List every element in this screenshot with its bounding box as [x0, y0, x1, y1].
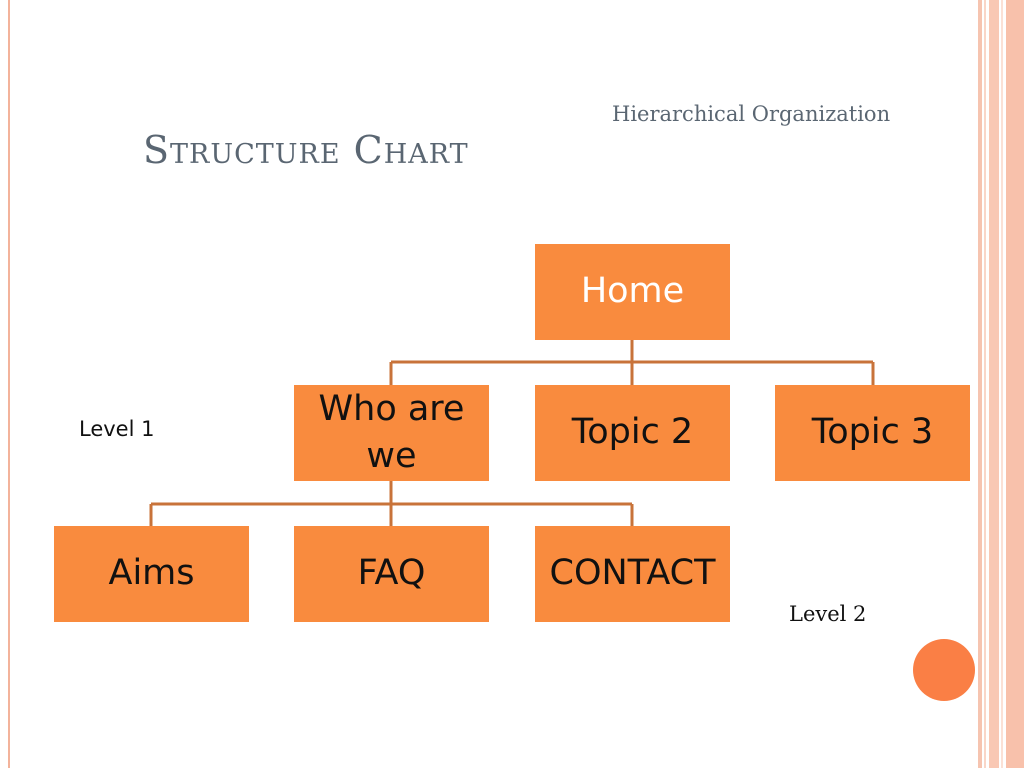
right-decor-stripe — [978, 0, 982, 768]
node-topic-3: Topic 3 — [775, 385, 970, 481]
left-border-line — [8, 0, 10, 768]
node-aims: Aims — [54, 526, 249, 622]
level-1-label: Level 1 — [79, 417, 155, 441]
node-home: Home — [535, 244, 730, 340]
slide-title: Structure Chart — [143, 128, 469, 172]
right-decor-stripe — [1001, 0, 1003, 768]
level-2-label: Level 2 — [789, 602, 867, 626]
right-decor-stripe — [989, 0, 999, 768]
right-decor-stripe — [984, 0, 986, 768]
slide-subtitle: Hierarchical Organization — [612, 102, 891, 126]
node-topic-2: Topic 2 — [535, 385, 730, 481]
node-faq: FAQ — [294, 526, 489, 622]
right-decor-stripe — [1006, 0, 1024, 768]
decorative-circle — [913, 639, 975, 701]
node-who-are-we: Who are we — [294, 385, 489, 481]
node-contact: CONTACT — [535, 526, 730, 622]
